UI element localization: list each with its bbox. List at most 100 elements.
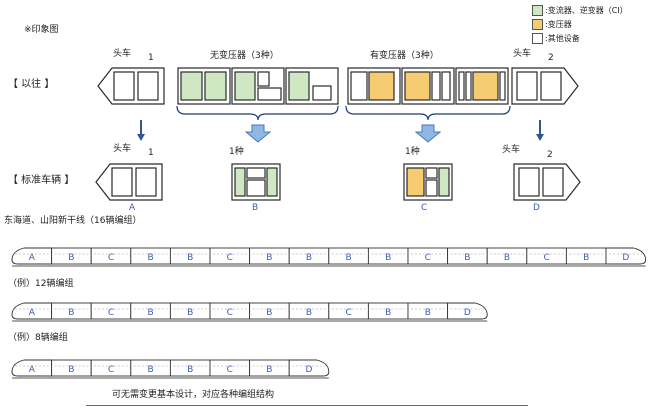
formation-car-letter: B [504,253,510,263]
formation-car-letter: B [266,253,272,263]
formation-car-B: B [169,302,211,320]
equipment-box-transformer [404,71,431,101]
formation-car-A: A [11,247,53,265]
legend-label-transformer: :变压器 [545,19,572,29]
formation-car-letter: B [425,308,431,318]
past-head-left-label: 头车 [113,49,132,59]
std-type-c-label: 1种 [405,147,420,157]
equipment-box-other [246,167,266,179]
formation-car-letter: B [464,253,470,263]
equipment-box-other [350,71,368,101]
formation-car-letter: B [583,253,589,263]
formation-car-D: D [605,247,647,265]
std-head-right-num: 2 [547,150,553,160]
equipment-box-converter [438,167,450,197]
no-transformer-label: 无变压器（3种） [210,51,279,61]
formation-car-letter: D [622,253,629,263]
formation-12-label: （例）12辆编组 [8,279,74,289]
image-note: ※印象图 [24,25,59,35]
formation-car-B: B [367,247,409,265]
formation-car-letter: B [187,308,193,318]
formation-car-C: C [209,302,251,320]
std-head-right-label: 头车 [502,145,521,155]
std-type-b-label: 1种 [229,147,244,157]
row-label-past: 【 以往 】 [8,79,55,90]
caption: 可无需变更基本设计，对应各种编组结构 [112,390,275,400]
formation-car-letter: C [345,308,351,318]
formation-car-letter: C [108,253,114,263]
arrow-down-with-transformer [414,124,442,143]
equipment-box-other [499,71,506,101]
equipment-box-other [312,85,332,101]
legend-swatch-transformer [532,18,543,30]
equipment-box-other [458,71,465,101]
equipment-box-other [516,71,538,101]
equipment-box-other [137,71,159,101]
formation-car-letter: C [227,253,233,263]
legend-swatch-converter [532,4,543,16]
equipment-box-other [542,167,564,197]
equipment-box-other [441,71,451,101]
legend-item-converter: :变流器、逆变器（CI） [532,3,656,17]
formation-car-B: B [130,359,171,377]
formation-car-B: B [169,359,211,377]
past-car-transformer-1 [347,67,401,105]
formation-car-B: B [249,247,290,265]
formation-car-letter: B [187,253,193,263]
past-head-car-2 [511,67,579,105]
equipment-box-other [257,87,282,101]
equipment-box-transformer [368,71,395,101]
car-body [288,359,330,377]
formation-car-C: C [90,247,132,265]
formation-car-letter: B [385,308,391,318]
past-car-no-transformer-2 [231,67,285,105]
past-head-right-num: 2 [548,53,554,63]
formation-car-letter: B [266,308,272,318]
formation-car-letter: A [29,253,36,263]
formation-car-A: A [11,359,53,377]
formation-car-C: C [209,247,251,265]
equipment-box-other [431,71,441,101]
formation-car-letter: A [29,308,36,318]
std-car-c-letter: C [421,203,428,213]
standard-head-car-d [513,163,581,201]
equipment-box-other [111,167,133,197]
row-label-standard: 【 标准车辆 】 [8,175,75,186]
equipment-box-transformer [472,71,499,101]
formation-car-letter: B [306,308,312,318]
formation-car-letter: D [464,308,471,318]
std-car-b-letter: B [252,203,259,213]
formation-car-B: B [367,302,409,320]
formation-car-D: D [447,302,488,320]
past-head-car-1 [97,67,165,105]
arrow-down-no-transformer [244,124,272,143]
equipment-box-converter [266,167,278,197]
arrow-down-head-2 [536,120,544,141]
formation-8-label: （例）8辆编组 [8,333,68,343]
formation-car-letter: B [266,365,272,375]
formation-car-letter: C [227,308,233,318]
formation-car-C: C [407,247,449,265]
past-head-left-num: 1 [148,53,154,63]
formation-car-B: B [249,302,290,320]
equipment-box-converter [234,71,256,101]
formation-car-B: B [130,247,171,265]
brace-no-transformer [176,105,339,121]
formation-car-C: C [90,359,132,377]
past-car-transformer-3 [455,67,509,105]
formation-car-letter: B [68,308,74,318]
formation-car-letter: A [29,365,36,375]
std-car-a-letter: A [129,203,136,213]
formation-car-letter: C [227,365,233,375]
std-head-left-num: 1 [148,148,154,158]
formation-car-B: B [447,247,488,265]
legend-label-converter: :变流器、逆变器（CI） [545,5,628,15]
formation-car-C: C [90,302,132,320]
std-head-left-label: 头车 [113,144,132,154]
legend-item-transformer: :变压器 [532,17,656,31]
formation-car-letter: C [425,253,431,263]
equipment-box-converter [288,71,310,101]
formation-car-letter: B [68,365,74,375]
formation-car-C: C [209,359,251,377]
